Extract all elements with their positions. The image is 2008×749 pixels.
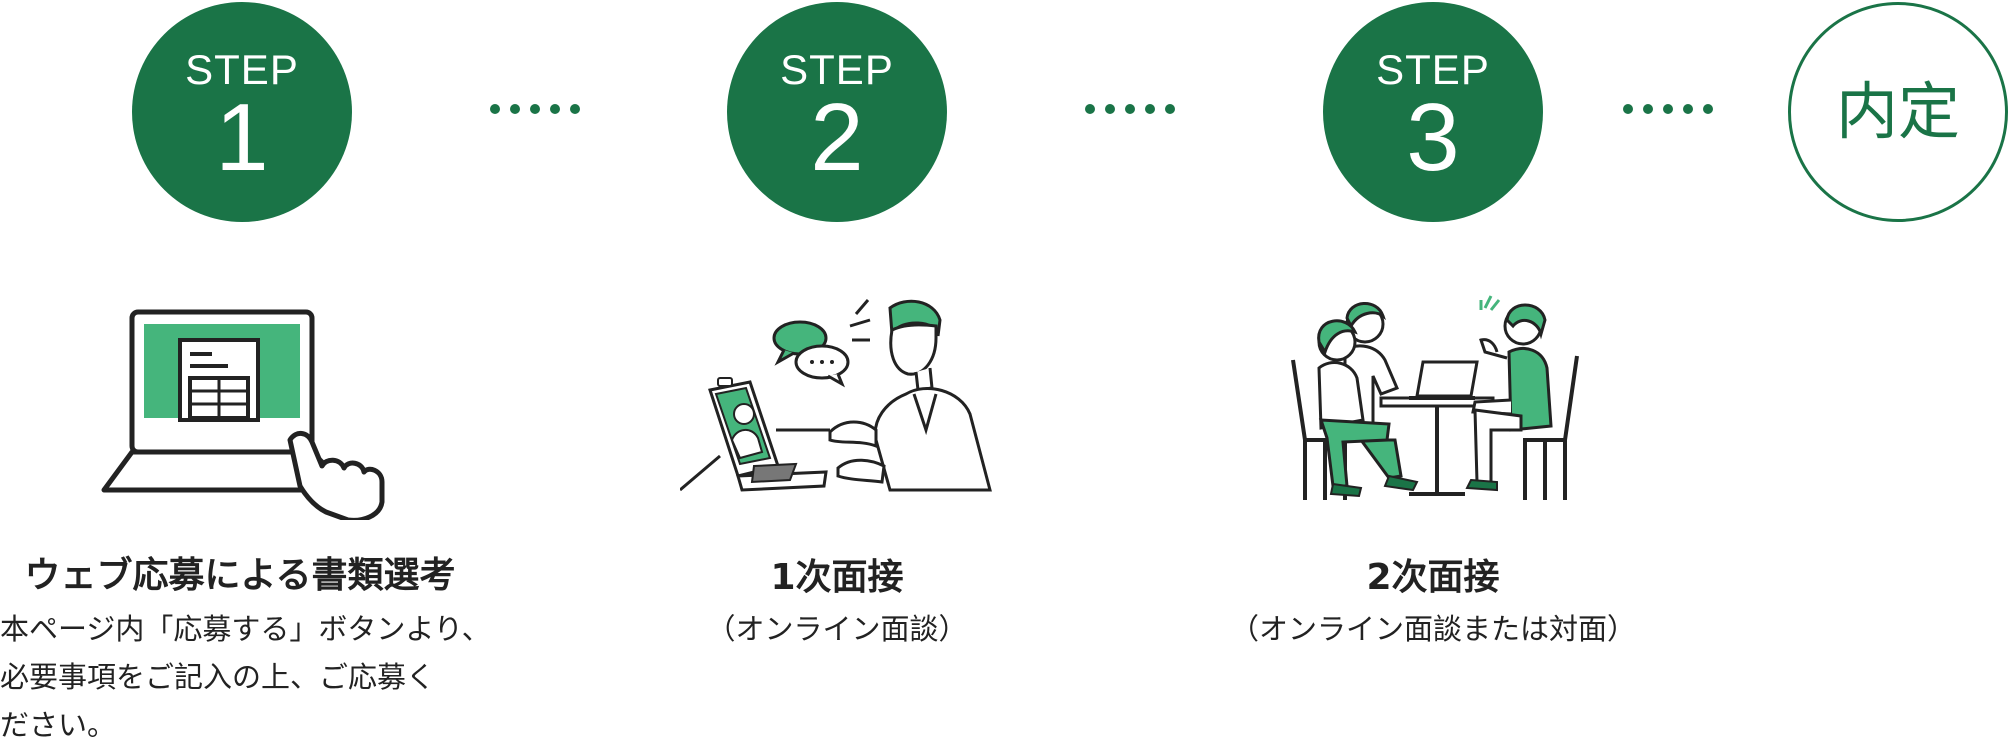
step-2-label: STEP bbox=[780, 46, 894, 93]
step-2-circle: STEP 2 bbox=[727, 2, 947, 222]
step-2-subtitle: （オンライン面談） bbox=[706, 612, 968, 646]
step-3-number: 3 bbox=[1406, 84, 1460, 191]
laptop-document-icon bbox=[101, 309, 385, 520]
step-1-number: 1 bbox=[215, 84, 269, 191]
in-person-interview-icon bbox=[1291, 295, 1579, 500]
step-1-description: 本ページ内「応募する」ボタンより、 必要事項をご記入の上、ご応募く ださい。 bbox=[0, 605, 500, 749]
step-3-title: 2次面接 bbox=[1366, 557, 1500, 598]
step-1-label: STEP bbox=[185, 46, 299, 93]
step-1-description-line: 本ページ内「応募する」ボタンより、 bbox=[0, 612, 491, 646]
job-offer-label: 内定 bbox=[1835, 75, 1960, 148]
job-offer-circle: 内定 bbox=[1788, 2, 2008, 222]
connector-dots-2 bbox=[1085, 104, 1175, 118]
step-2-title: 1次面接 bbox=[770, 557, 904, 598]
connector-dots-1 bbox=[490, 104, 580, 118]
step-1-title: ウェブ応募による書類選考 bbox=[24, 555, 456, 596]
step-3-circle: STEP 3 bbox=[1323, 2, 1543, 222]
step-1-description-line: 必要事項をご記入の上、ご応募く bbox=[0, 660, 436, 694]
step-1-circle: STEP 1 bbox=[132, 2, 352, 222]
step-3-label: STEP bbox=[1376, 46, 1490, 93]
step-3-subtitle: （オンライン面談または対面） bbox=[1229, 612, 1636, 646]
step-2-number: 2 bbox=[810, 84, 864, 191]
connector-dots-3 bbox=[1623, 104, 1713, 118]
online-interview-icon bbox=[680, 299, 992, 492]
step-1-description-line: ださい。 bbox=[0, 708, 117, 742]
